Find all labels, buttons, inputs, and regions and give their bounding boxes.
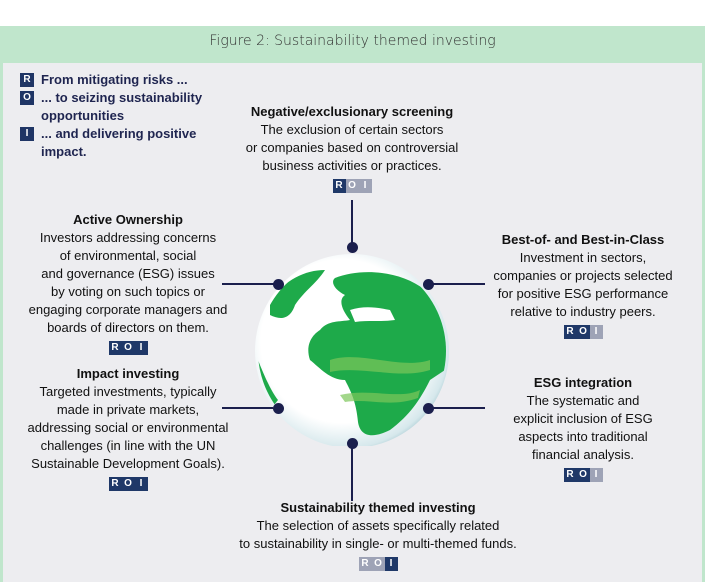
strategy-title: Impact investing — [76, 366, 180, 381]
strategy-title: ESG integration — [533, 375, 633, 390]
strategy-description-line: of environmental, social — [59, 248, 197, 263]
strategy-title: Sustainability themed investing — [280, 500, 476, 515]
roi-letter-i: I — [358, 179, 372, 193]
node-lower-right — [423, 403, 434, 414]
legend-item-i: I ... and delivering positive impact. — [20, 125, 220, 161]
roi-letter-i: I — [589, 325, 603, 339]
roi-letter-r: R — [108, 477, 122, 491]
roi-letter-i: I — [134, 477, 148, 491]
roi-letter-o: O — [345, 179, 359, 193]
roi-letter-o: O — [121, 477, 135, 491]
legend-text: ... and delivering positive impact. — [41, 126, 197, 159]
legend-item-o: O ... to seizing sustainability opportuni… — [20, 89, 220, 125]
strategy-description-line: made in private markets, — [56, 402, 200, 417]
node-bottom — [347, 438, 358, 449]
figure-title: Figure 2: Sustainability themed investin… — [209, 33, 496, 49]
strategy-description-line: for positive ESG performance — [497, 286, 669, 301]
roi-letter-r: R — [358, 557, 372, 571]
roi-letter-o: O — [371, 557, 385, 571]
roi-letter-o: O — [121, 341, 135, 355]
strategy-description-line: by voting on such topics or — [51, 284, 205, 299]
node-upper-left — [273, 279, 284, 290]
node-lower-left — [273, 403, 284, 414]
strategy-description-line: engaging corporate managers and — [28, 302, 228, 317]
roi-letter-o: O — [576, 468, 590, 482]
strategy-description-line: addressing social or environmental — [27, 420, 229, 435]
roi-letter-r: R — [563, 468, 577, 482]
strategy-description-line: relative to industry peers. — [510, 304, 656, 319]
legend-letter: I — [20, 127, 34, 141]
strategy-description-line: or companies based on controversial — [245, 140, 459, 155]
strategy-description-line: aspects into traditional — [518, 429, 648, 444]
roi-legend: R From mitigating risks ... O ... to seizi… — [20, 71, 220, 161]
legend-item-r: R From mitigating risks ... — [20, 71, 220, 89]
node-upper-right — [423, 279, 434, 290]
connector-upper-left — [222, 283, 278, 285]
connector-lower-left — [222, 407, 278, 409]
strategy-description-line: to sustainability in single- or multi-th… — [239, 536, 517, 551]
strategy-description-line: The systematic and — [526, 393, 640, 408]
strategy-description-line: Sustainable Development Goals). — [31, 456, 225, 471]
connector-lower-right — [428, 407, 485, 409]
globe-illustration — [255, 254, 449, 446]
legend-letter: O — [20, 91, 34, 105]
strategy-title: Active Ownership — [73, 212, 183, 227]
strategy-description-line: explicit inclusion of ESG — [513, 411, 653, 426]
strategy-description-line: financial analysis. — [532, 447, 634, 462]
strategy-description-line: challenges (in line with the UN — [40, 438, 216, 453]
strategy-description-line: business activities or practices. — [262, 158, 442, 173]
figure-header — [0, 26, 705, 63]
strategy-description-line: The exclusion of certain sectors — [260, 122, 444, 137]
strategy-description-line: Investment in sectors, — [519, 250, 647, 265]
strategy-description-line: boards of directors on them. — [47, 320, 209, 335]
strategy-description-line: Targeted investments, typically — [39, 384, 217, 399]
roi-letter-i: I — [134, 341, 148, 355]
legend-letter: R — [20, 73, 34, 87]
panel-border-left — [0, 63, 3, 582]
connector-bottom — [351, 443, 353, 501]
panel-border-right — [702, 63, 705, 582]
connector-top — [351, 200, 353, 248]
roi-letter-r: R — [332, 179, 346, 193]
strategy-title: Best-of- and Best-in-Class — [501, 232, 665, 247]
strategy-description-line: Investors addressing concerns — [39, 230, 217, 245]
roi-letter-i: I — [384, 557, 398, 571]
strategy-title: Negative/exclusionary screening — [250, 104, 454, 119]
strategy-description-line: The selection of assets specifically rel… — [256, 518, 500, 533]
roi-letter-i: I — [589, 468, 603, 482]
roi-letter-r: R — [108, 341, 122, 355]
node-top — [347, 242, 358, 253]
strategy-description-line: and governance (ESG) issues — [41, 266, 215, 281]
roi-letter-o: O — [576, 325, 590, 339]
strategy-description-line: companies or projects selected — [493, 268, 673, 283]
connector-upper-right — [428, 283, 485, 285]
legend-text: From mitigating risks ... — [41, 72, 188, 87]
legend-text: ... to seizing sustainability opportunit… — [41, 90, 203, 123]
roi-letter-r: R — [563, 325, 577, 339]
